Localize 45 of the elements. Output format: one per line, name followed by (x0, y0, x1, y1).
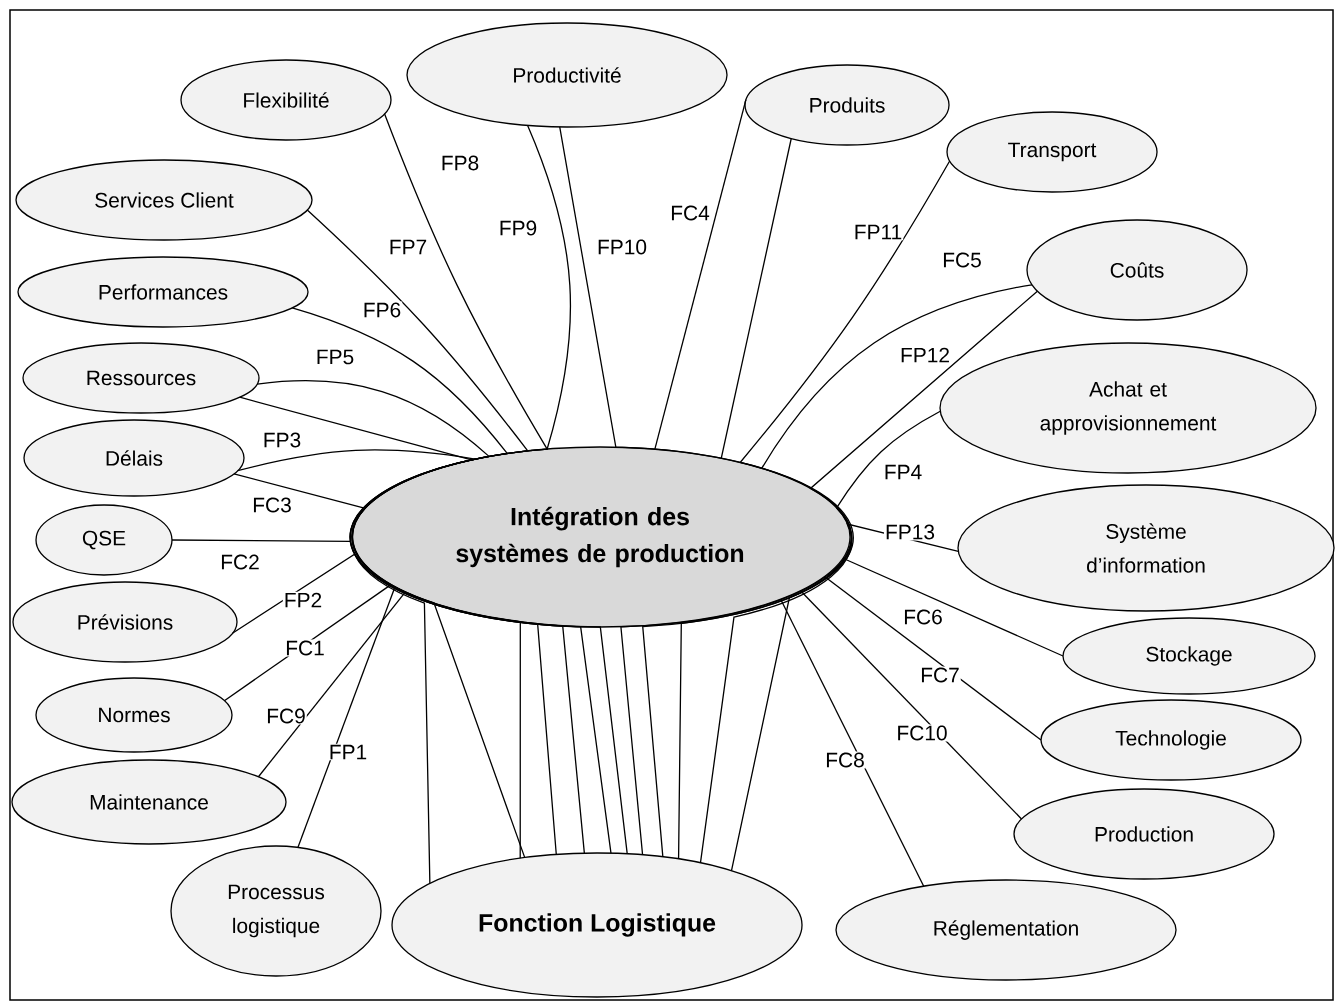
connector-line (642, 160, 951, 858)
connector-line (559, 126, 852, 856)
edge-label: FP6 (361, 301, 403, 319)
connector-line (654, 99, 747, 450)
connector-line (780, 598, 925, 887)
connector-line (171, 539, 351, 542)
edge-label: FP8 (439, 154, 481, 172)
connector-line (237, 449, 526, 859)
edge-label: FP3 (261, 431, 303, 449)
edge-label: FC6 (902, 608, 944, 626)
connector-line (239, 396, 473, 461)
edge-label: FC7 (919, 666, 961, 684)
edge-label: FP5 (314, 348, 356, 366)
edge-label: FC2 (219, 553, 261, 571)
connector-line (677, 290, 1038, 860)
connector-line (799, 590, 1023, 820)
edge-label: FC3 (251, 496, 293, 514)
edge-label: FP11 (852, 223, 904, 241)
edge-label: FP4 (882, 463, 924, 481)
connector-line (699, 523, 959, 864)
edge-label: FC5 (941, 251, 983, 269)
edge-label: FP10 (596, 238, 648, 256)
edge-label: FP1 (327, 743, 369, 761)
connector-line (823, 575, 1042, 741)
connector-line (730, 410, 941, 872)
edge-label: FC1 (284, 639, 326, 657)
edge-label: FC4 (669, 204, 711, 222)
connector-line (761, 284, 1033, 469)
edge-label: FP7 (387, 238, 429, 256)
edge-label: FC9 (265, 707, 307, 725)
edge-label: FP13 (884, 523, 936, 541)
connector-line (256, 379, 521, 859)
connector-line (233, 473, 365, 509)
connector-line (291, 307, 557, 856)
edge-label: FP2 (282, 591, 324, 609)
edge-label: FC10 (895, 724, 949, 742)
connector-line (223, 584, 391, 702)
edge-label: FC8 (824, 751, 866, 769)
edge-label: FP9 (497, 219, 539, 237)
connector-line (842, 557, 1064, 657)
connector-line (297, 587, 396, 849)
connector-line (257, 592, 406, 778)
connector-line (720, 137, 792, 459)
connector-line (306, 209, 585, 854)
connector-line (231, 553, 431, 884)
